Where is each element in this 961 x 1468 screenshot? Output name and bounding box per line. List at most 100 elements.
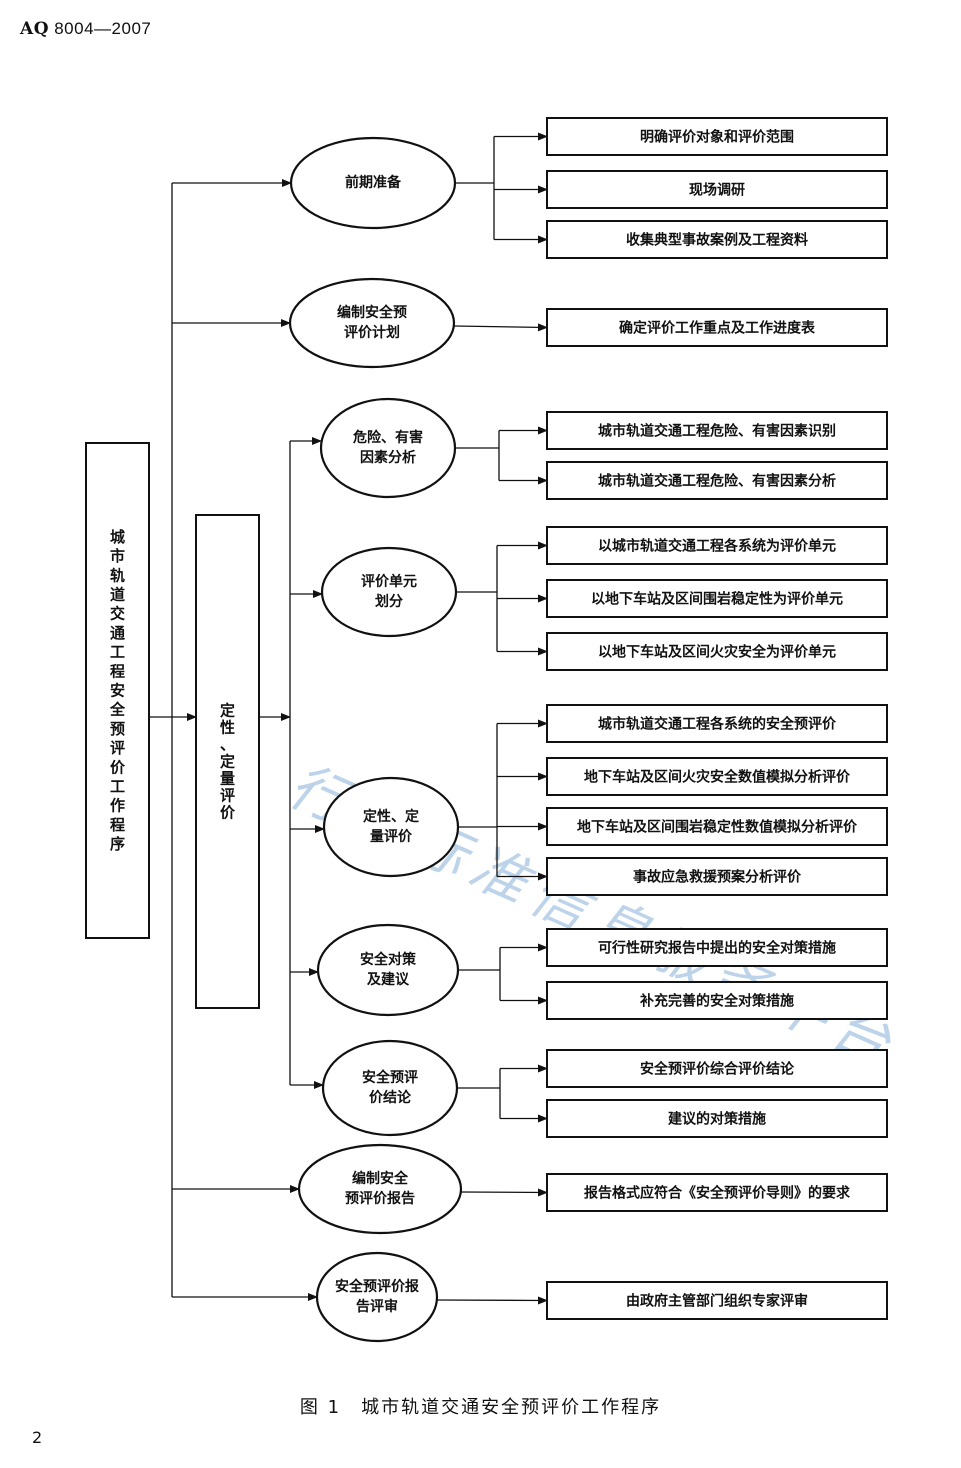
result-label-conclusion-1: 建议的对策措施 — [668, 1111, 766, 1128]
svg-text:市: 市 — [110, 547, 125, 565]
stage-label-plan: 评价计划 — [344, 324, 400, 341]
result-box-quant-0 — [546, 704, 888, 743]
stage-label-report: 预评价报告 — [345, 1190, 415, 1207]
stage-label-review: 告评审 — [356, 1298, 398, 1315]
svg-text:工: 工 — [110, 643, 125, 661]
svg-text:价: 价 — [220, 804, 236, 822]
stage-label-measures: 安全对策 — [360, 951, 417, 968]
stage-label-unit: 评价单元 — [361, 573, 417, 590]
result-label-unit-1: 以地下车站及区间围岩稳定性为评价单元 — [591, 591, 843, 608]
result-box-review-0 — [546, 1281, 888, 1320]
result-label-review-0: 由政府主管部门组织专家评审 — [626, 1293, 808, 1310]
svg-text:评: 评 — [110, 739, 125, 757]
result-box-hazard-1 — [546, 461, 888, 500]
result-label-quant-2: 地下车站及区间围岩稳定性数值模拟分析评价 — [577, 819, 858, 836]
stage-ellipse-unit — [320, 546, 458, 638]
result-box-prep-0 — [546, 117, 888, 156]
result-label-prep-1: 现场调研 — [689, 183, 745, 199]
sub-stage-box — [195, 514, 260, 1009]
stage-label-report: 编制安全 — [352, 1170, 409, 1187]
stage-ellipse-plan — [288, 277, 456, 369]
standard-code-prefix: AQ — [20, 19, 49, 39]
svg-text:序: 序 — [110, 835, 125, 853]
svg-text:轨: 轨 — [110, 566, 125, 584]
stage-ellipse-quant — [322, 776, 460, 878]
page-number: 2 — [32, 1428, 43, 1447]
stage-label-unit: 划分 — [375, 593, 403, 610]
result-label-hazard-1: 城市轨道交通工程危险、有害因素分析 — [598, 473, 836, 490]
result-box-quant-2 — [546, 807, 888, 846]
stage-label-review: 安全预评价报 — [335, 1278, 419, 1295]
svg-text:作: 作 — [110, 797, 125, 815]
svg-text:预: 预 — [110, 720, 125, 738]
svg-text:程: 程 — [110, 816, 125, 834]
svg-text:全: 全 — [109, 701, 126, 719]
svg-text:道: 道 — [110, 586, 125, 604]
result-box-measures-0 — [546, 928, 888, 967]
standard-code-number: 8004—2007 — [49, 19, 152, 38]
stage-ellipse-conclusion — [321, 1039, 459, 1137]
result-label-quant-3: 事故应急救援预案分析评价 — [633, 869, 802, 886]
diagram-nodes: 城市轨道交通工程安全预评价工作程序定性、定量评价前期准备明确评价对象和评价范围现… — [85, 117, 888, 1343]
svg-text:量: 量 — [220, 770, 235, 788]
result-label-unit-2: 以地下车站及区间火灾安全为评价单元 — [598, 644, 836, 661]
stage-label-hazard: 因素分析 — [360, 449, 416, 466]
result-box-unit-2 — [546, 632, 888, 671]
svg-text:交: 交 — [110, 605, 125, 623]
result-label-report-0: 报告格式应符合《安全预评价导则》的要求 — [584, 1185, 851, 1202]
stage-ellipse-measures — [316, 923, 460, 1017]
svg-text:城: 城 — [110, 528, 125, 546]
result-label-quant-1: 地下车站及区间火灾安全数值模拟分析评价 — [584, 769, 851, 786]
result-label-hazard-0: 城市轨道交通工程危险、有害因素识别 — [598, 423, 836, 440]
result-label-measures-0: 可行性研究报告中提出的安全对策措施 — [598, 940, 836, 957]
svg-text:工: 工 — [110, 778, 125, 796]
figure-caption: 图 1 城市轨道交通安全预评价工作程序 — [299, 1397, 662, 1418]
svg-text:定: 定 — [220, 753, 235, 771]
result-box-measures-1 — [546, 981, 888, 1020]
stage-ellipse-report — [297, 1143, 463, 1235]
svg-text:评: 评 — [220, 787, 235, 805]
stage-label-quant: 定性、定 — [363, 808, 419, 825]
svg-text:、: 、 — [220, 736, 235, 754]
svg-text:安: 安 — [110, 682, 125, 700]
result-box-unit-1 — [546, 579, 888, 618]
result-label-quant-0: 城市轨道交通工程各系统的安全预评价 — [598, 716, 837, 733]
stage-ellipse-hazard — [319, 397, 457, 499]
result-box-unit-0 — [546, 526, 888, 565]
stage-label-measures: 及建议 — [367, 971, 410, 988]
svg-text:性: 性 — [220, 719, 235, 737]
svg-text:通: 通 — [110, 624, 125, 642]
svg-text:定: 定 — [220, 702, 235, 720]
stage-ellipse-review — [315, 1251, 439, 1343]
result-label-plan-0: 确定评价工作重点及工作进度表 — [619, 320, 816, 337]
stage-label-conclusion: 安全预评 — [362, 1069, 418, 1086]
result-box-prep-1 — [546, 170, 888, 209]
root-process-box — [85, 442, 150, 939]
result-label-prep-0: 明确评价对象和评价范围 — [640, 129, 794, 146]
result-box-prep-2 — [546, 220, 888, 259]
stage-label-quant: 量评价 — [370, 829, 413, 845]
stage-ellipse-prep — [289, 136, 457, 230]
result-box-quant-1 — [546, 757, 888, 796]
standard-code: AQ 8004—2007 — [20, 19, 151, 39]
result-box-conclusion-0 — [546, 1049, 888, 1088]
stage-label-plan: 编制安全预 — [337, 304, 407, 321]
svg-text:价: 价 — [110, 758, 126, 776]
result-box-conclusion-1 — [546, 1099, 888, 1138]
result-box-quant-3 — [546, 857, 888, 896]
stage-label-conclusion: 价结论 — [369, 1089, 412, 1106]
result-box-plan-0 — [546, 308, 888, 347]
result-box-report-0 — [546, 1173, 888, 1212]
svg-text:程: 程 — [110, 662, 125, 680]
stage-label-prep: 前期准备 — [345, 174, 402, 191]
result-box-hazard-0 — [546, 411, 888, 450]
stage-label-hazard: 危险、有害 — [352, 429, 423, 446]
connector-lines — [149, 132, 548, 1305]
result-label-measures-1: 补充完善的安全对策措施 — [639, 993, 794, 1010]
result-label-unit-0: 以城市轨道交通工程各系统为评价单元 — [598, 538, 836, 555]
result-label-prep-2: 收集典型事故案例及工程资料 — [626, 232, 808, 249]
result-label-conclusion-0: 安全预评价综合评价结论 — [640, 1061, 795, 1078]
